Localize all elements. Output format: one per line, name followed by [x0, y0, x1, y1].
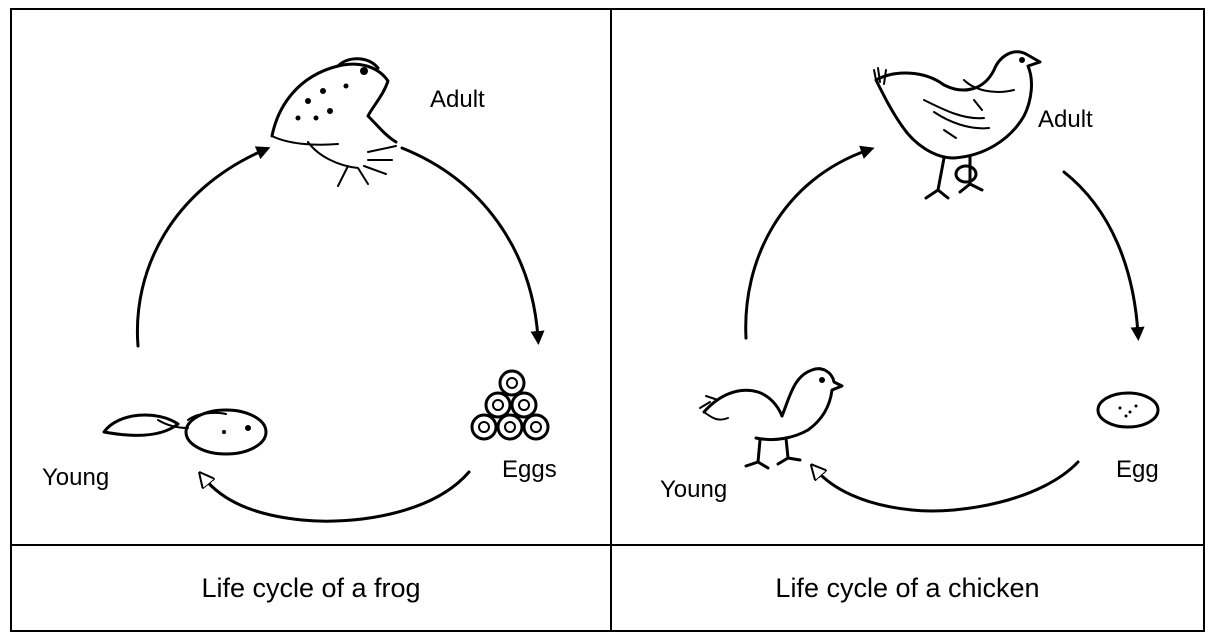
arrow-young-to-adult: [746, 150, 868, 338]
frog-eggs-icon: [472, 371, 548, 439]
arrow-adult-to-egg: [1064, 172, 1138, 334]
chicken-egg-icon: [1098, 393, 1158, 427]
frog-caption: Life cycle of a frog: [12, 546, 610, 630]
arrow-eggs-to-young: [204, 472, 469, 521]
arrow-egg-to-young: [816, 462, 1078, 511]
frog-adult-label: Adult: [430, 86, 485, 114]
chicken-chick-icon: [700, 369, 842, 468]
frog-tadpole-icon: [104, 410, 266, 454]
chicken-adult-icon: [874, 52, 1040, 198]
chicken-cycle-drawing: [612, 10, 1203, 544]
frog-eggs-label: Eggs: [502, 456, 557, 484]
frog-life-cycle-panel: Adult Eggs Young: [12, 10, 610, 544]
chicken-young-label: Young: [660, 476, 727, 504]
arrow-adult-to-eggs: [402, 148, 538, 338]
chicken-adult-label: Adult: [1038, 106, 1093, 134]
chicken-life-cycle-panel: Adult Egg Young: [612, 10, 1203, 544]
arrow-young-to-adult: [137, 150, 264, 346]
frog-young-label: Young: [42, 464, 109, 492]
chicken-egg-label: Egg: [1116, 456, 1159, 484]
chicken-caption: Life cycle of a chicken: [612, 546, 1203, 630]
frog-adult-icon: [272, 59, 396, 186]
